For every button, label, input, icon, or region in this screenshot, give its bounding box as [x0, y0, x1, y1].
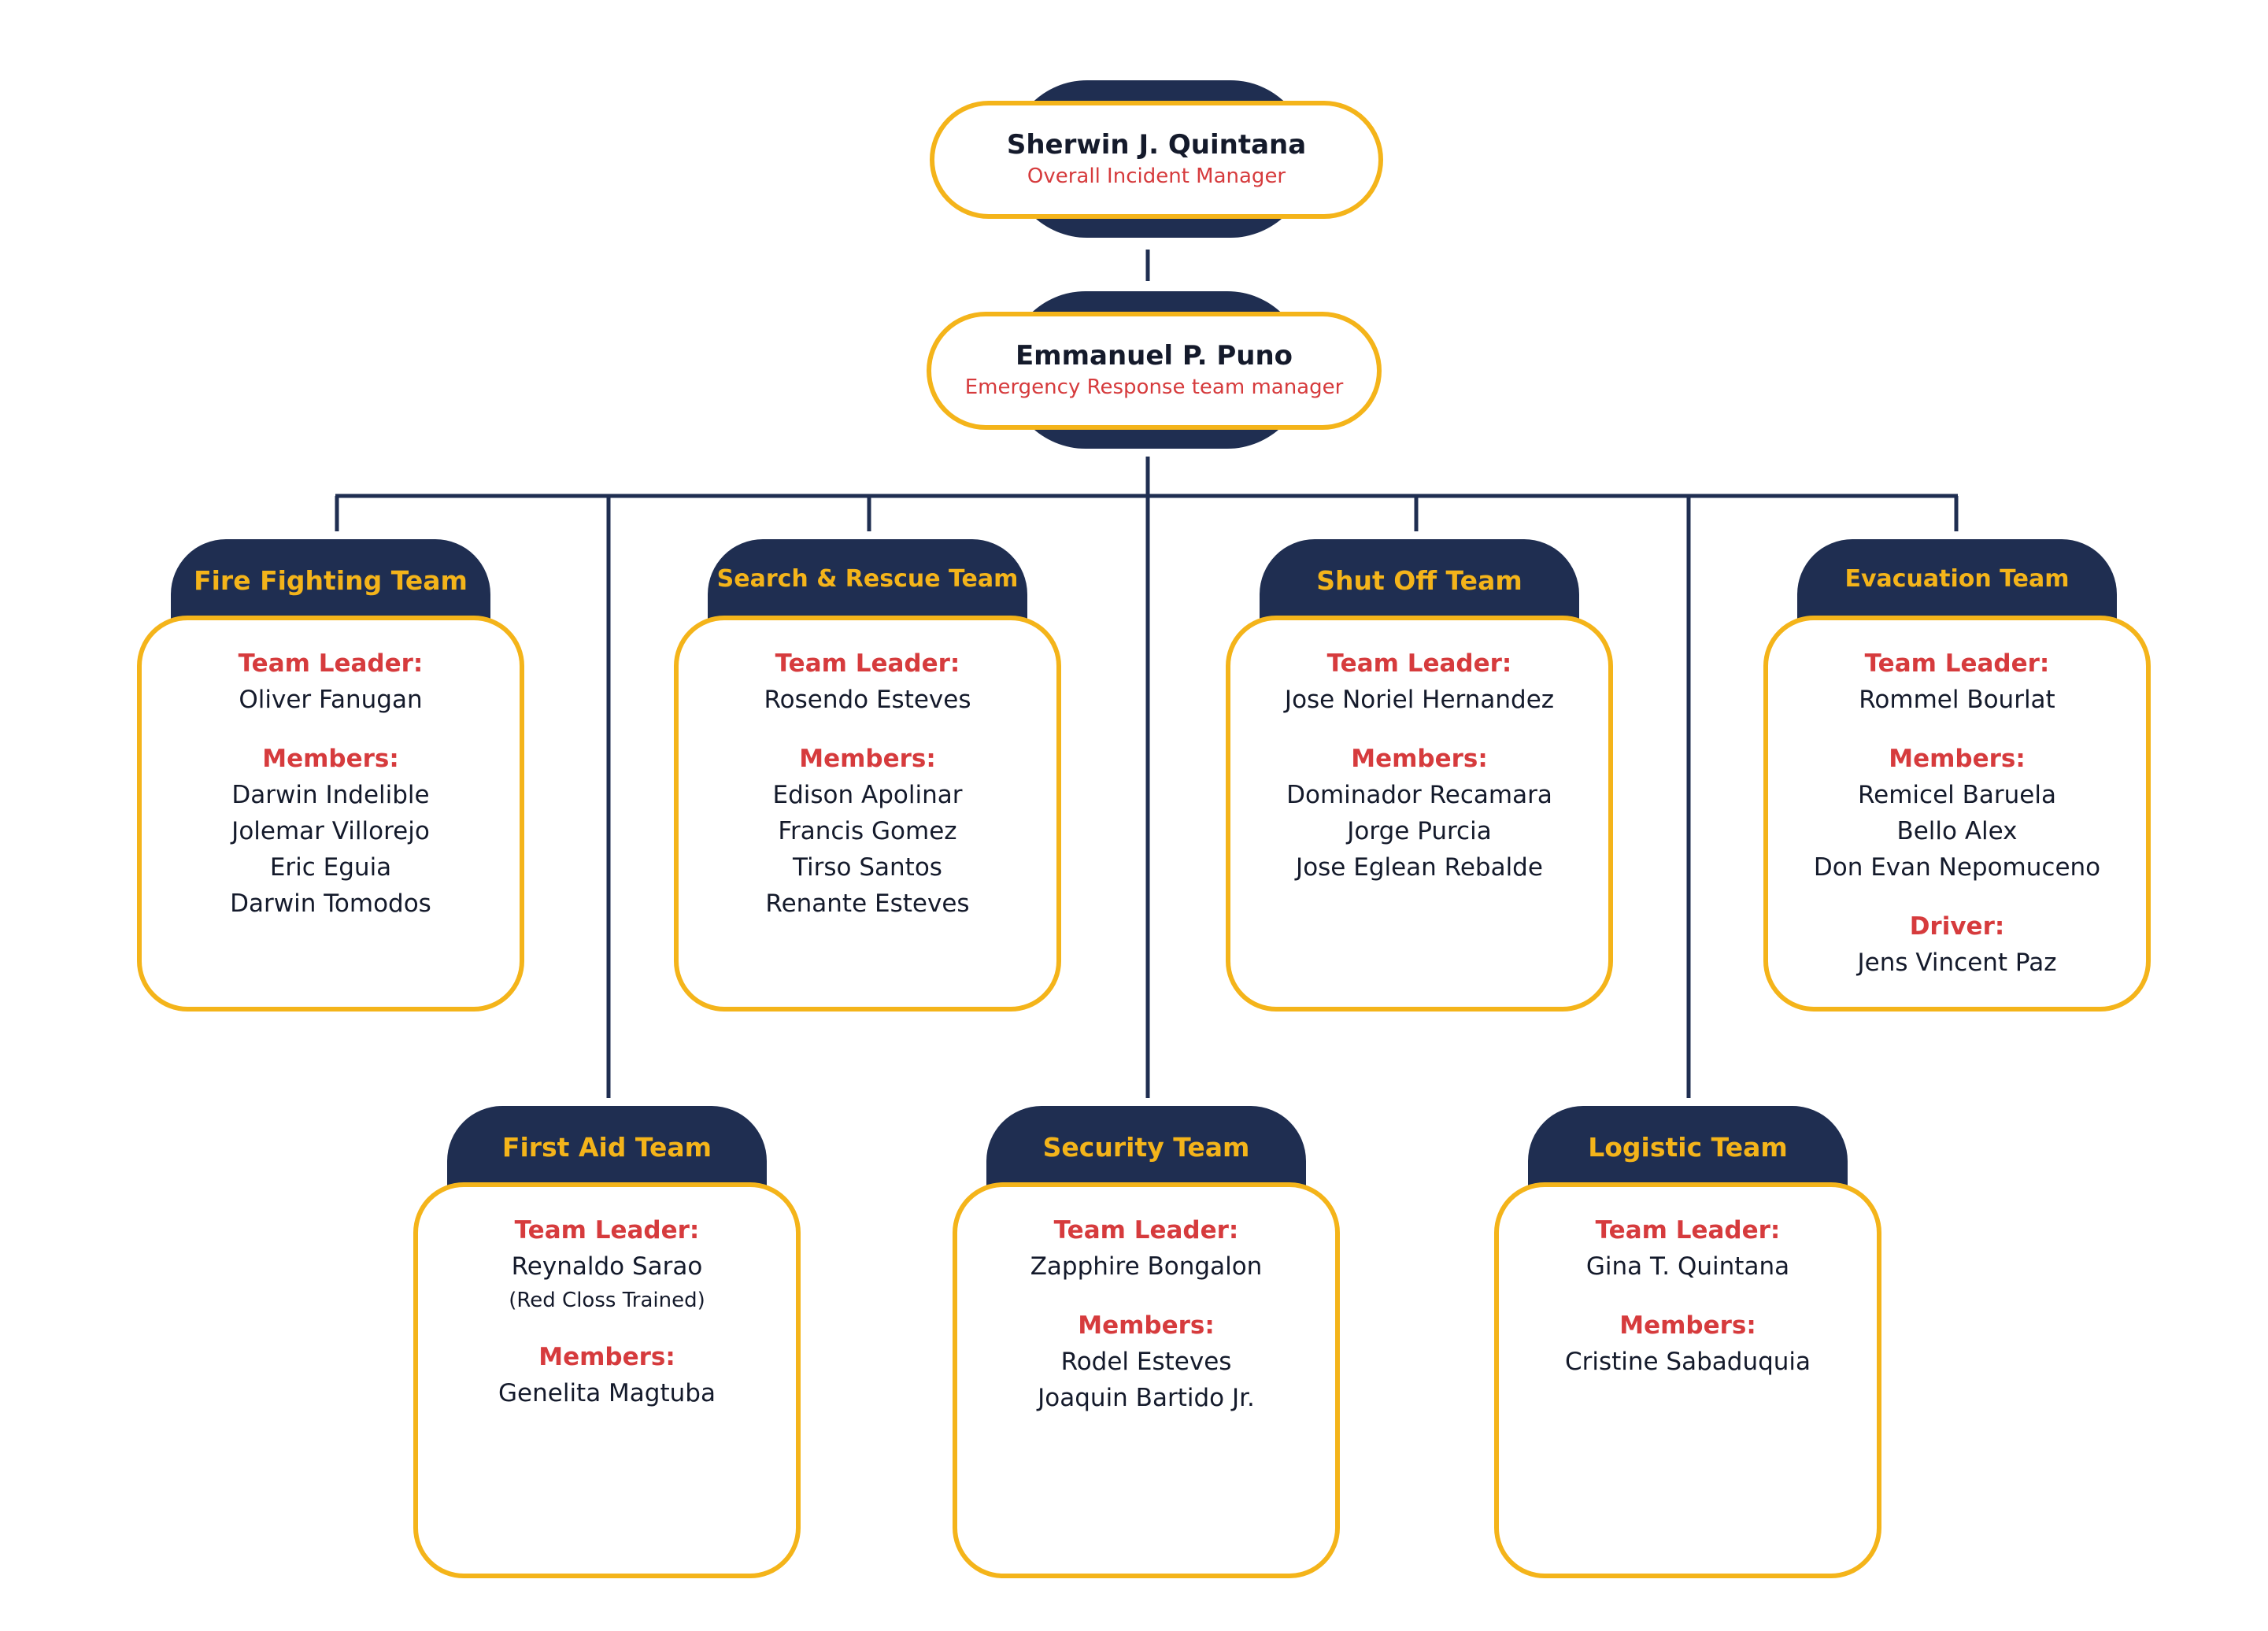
team-search-rescue-title: Search & Rescue Team	[716, 565, 1019, 593]
member-name: Genelita Magtuba	[498, 1379, 716, 1407]
team-evacuation-card: Team Leader: Rommel Bourlat Members: Rem…	[1763, 616, 2151, 1012]
member-name: Renante Esteves	[765, 889, 970, 918]
team-search-rescue-card: Team Leader: Rosendo Esteves Members: Ed…	[674, 616, 1061, 1012]
member-name: Darwin Tomodos	[230, 889, 431, 918]
leader-label: Team Leader:	[1864, 649, 2050, 678]
team-fire-fighting-card: Team Leader: Oliver Fanugan Members: Dar…	[137, 616, 524, 1012]
members-label: Members:	[1351, 745, 1488, 773]
member-name: Rodel Esteves	[1060, 1348, 1232, 1376]
team-leader-name: Jose Noriel Hernandez	[1284, 686, 1555, 714]
member-name: Dominador Recamara	[1286, 781, 1552, 809]
leader-label: Team Leader:	[775, 649, 960, 678]
team-evacuation: Evacuation Team Team Leader: Rommel Bour…	[1763, 539, 2157, 1012]
driver-name: Jens Vincent Paz	[1857, 949, 2057, 977]
exec-top-card: Sherwin J. Quintana Overall Incident Man…	[930, 101, 1383, 219]
exec-second: Emmanuel P. Puno Emergency Response team…	[927, 291, 1382, 449]
team-logistic-card: Team Leader: Gina T. Quintana Members: C…	[1494, 1182, 1881, 1578]
team-leader-name: Rosendo Esteves	[764, 686, 971, 714]
member-name: Jolemar Villorejo	[231, 817, 430, 845]
member-name: Edison Apolinar	[772, 781, 963, 809]
members-label: Members:	[799, 745, 936, 773]
team-security-card: Team Leader: Zapphire Bongalon Members: …	[953, 1182, 1340, 1578]
team-logistic-title: Logistic Team	[1588, 1132, 1788, 1163]
team-logistic: Logistic Team Team Leader: Gina T. Quint…	[1494, 1106, 1888, 1578]
leader-label: Team Leader:	[1595, 1216, 1781, 1245]
exec-top-role: Overall Incident Manager	[1027, 164, 1286, 188]
team-leader-note: (Red Closs Trained)	[509, 1289, 705, 1312]
member-name: Joaquin Bartido Jr.	[1038, 1384, 1255, 1412]
member-name: Cristine Sabaduquia	[1564, 1348, 1811, 1376]
team-shut-off-card: Team Leader: Jose Noriel Hernandez Membe…	[1226, 616, 1613, 1012]
team-evacuation-title: Evacuation Team	[1844, 565, 2070, 593]
team-security: Security Team Team Leader: Zapphire Bong…	[953, 1106, 1346, 1578]
exec-top-name: Sherwin J. Quintana	[1006, 128, 1307, 161]
team-fire-fighting: Fire Fighting Team Team Leader: Oliver F…	[137, 539, 531, 1012]
team-fire-fighting-title: Fire Fighting Team	[194, 565, 468, 596]
team-leader-name: Rommel Bourlat	[1859, 686, 2055, 714]
member-name: Jorge Purcia	[1347, 817, 1492, 845]
member-name: Francis Gomez	[778, 817, 957, 845]
member-name: Remicel Baruela	[1858, 781, 2056, 809]
members-label: Members:	[1078, 1311, 1215, 1340]
leader-label: Team Leader:	[1053, 1216, 1239, 1245]
team-first-aid: First Aid Team Team Leader: Reynaldo Sar…	[413, 1106, 807, 1578]
members-label: Members:	[1889, 745, 2026, 773]
exec-second-card: Emmanuel P. Puno Emergency Response team…	[927, 312, 1382, 430]
member-name: Tirso Santos	[793, 853, 942, 882]
member-name: Jose Eglean Rebalde	[1296, 853, 1543, 882]
exec-second-name: Emmanuel P. Puno	[1015, 339, 1293, 372]
exec-second-role: Emergency Response team manager	[964, 375, 1344, 399]
team-leader-name: Reynaldo Sarao	[511, 1252, 703, 1281]
team-leader-name: Zapphire Bongalon	[1030, 1252, 1263, 1281]
exec-top: Sherwin J. Quintana Overall Incident Man…	[930, 80, 1383, 238]
leader-label: Team Leader:	[1326, 649, 1512, 678]
member-name: Eric Eguia	[269, 853, 392, 882]
leader-label: Team Leader:	[238, 649, 424, 678]
team-leader-name: Gina T. Quintana	[1585, 1252, 1790, 1281]
team-first-aid-title: First Aid Team	[501, 1132, 712, 1163]
members-label: Members:	[262, 745, 399, 773]
team-shut-off: Shut Off Team Team Leader: Jose Noriel H…	[1226, 539, 1619, 1012]
member-name: Bello Alex	[1896, 817, 2018, 845]
team-leader-name: Oliver Fanugan	[239, 686, 423, 714]
driver-label: Driver:	[1909, 912, 2005, 941]
team-search-rescue: Search & Rescue Team Team Leader: Rosend…	[674, 539, 1067, 1012]
team-security-title: Security Team	[1042, 1132, 1250, 1163]
members-label: Members:	[538, 1343, 675, 1371]
team-first-aid-card: Team Leader: Reynaldo Sarao (Red Closs T…	[413, 1182, 801, 1578]
members-label: Members:	[1619, 1311, 1756, 1340]
leader-label: Team Leader:	[514, 1216, 700, 1245]
member-name: Darwin Indelible	[231, 781, 430, 809]
team-shut-off-title: Shut Off Team	[1316, 565, 1522, 596]
member-name: Don Evan Nepomuceno	[1813, 853, 2101, 882]
